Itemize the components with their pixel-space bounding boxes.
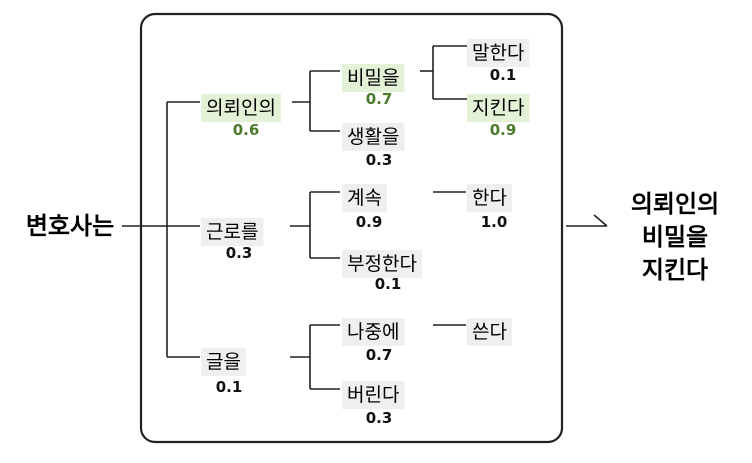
node-box-0-1 [342,123,405,151]
subject-word: 변호사는 [26,212,114,240]
node-prob-0-1: 0.3 [366,151,393,169]
tree-frame [139,12,564,444]
result-word-1: 의뢰인의 [631,190,719,218]
node-box-2-1 [342,381,405,409]
output-arrow-icon [566,214,608,227]
node-prob-2: 0.1 [216,378,243,396]
node-box-0 [201,94,281,122]
node-box-2-0-0 [467,318,512,346]
node-box-1 [201,218,264,246]
node-prob-0-0: 0.7 [366,90,393,108]
node-word-0-1: 생활을 [347,126,399,148]
node-prob-1-0: 0.9 [356,213,383,231]
node-word-2-0-0: 쓴다 [472,321,507,343]
node-word-1-0: 계속 [347,187,382,209]
node-box-1-0-0 [467,184,512,212]
node-box-1-1 [342,250,422,278]
node-word-0: 의뢰인의 [206,97,276,119]
tree-nodes: 의뢰인의0.6비밀을0.7말한다0.1지킨다0.9생활을0.3근로를0.3계속0… [201,39,530,427]
node-prob-2-0: 0.7 [366,346,393,364]
node-word-0-0-1: 지킨다 [472,97,524,119]
node-prob-1: 0.3 [226,244,253,262]
node-box-0-0 [342,64,405,92]
node-word-1-1: 부정한다 [347,253,417,275]
result-word-2: 비밀을 [642,223,708,251]
node-word-2: 글을 [206,351,241,373]
node-box-2-0 [342,318,405,346]
node-prob-0: 0.6 [233,121,260,139]
result-word-3: 지킨다 [642,256,708,284]
node-prob-1-0-0: 1.0 [481,213,508,231]
node-word-1: 근로를 [206,221,258,243]
tree-connectors [122,45,468,390]
node-prob-2-1: 0.3 [366,409,393,427]
node-box-0-0-1 [467,94,530,122]
node-word-0-0-0: 말한다 [472,42,524,64]
node-box-2 [201,348,246,376]
node-box-1-0 [342,184,387,212]
node-prob-1-1: 0.1 [375,275,402,293]
node-prob-0-0-0: 0.1 [490,66,517,84]
node-word-0-0: 비밀을 [347,67,399,89]
node-prob-0-0-1: 0.9 [490,121,517,139]
node-box-0-0-0 [467,39,530,67]
node-word-2-1: 버린다 [347,384,399,406]
node-word-1-0-0: 한다 [472,187,507,209]
node-word-2-0: 나중에 [347,321,399,343]
